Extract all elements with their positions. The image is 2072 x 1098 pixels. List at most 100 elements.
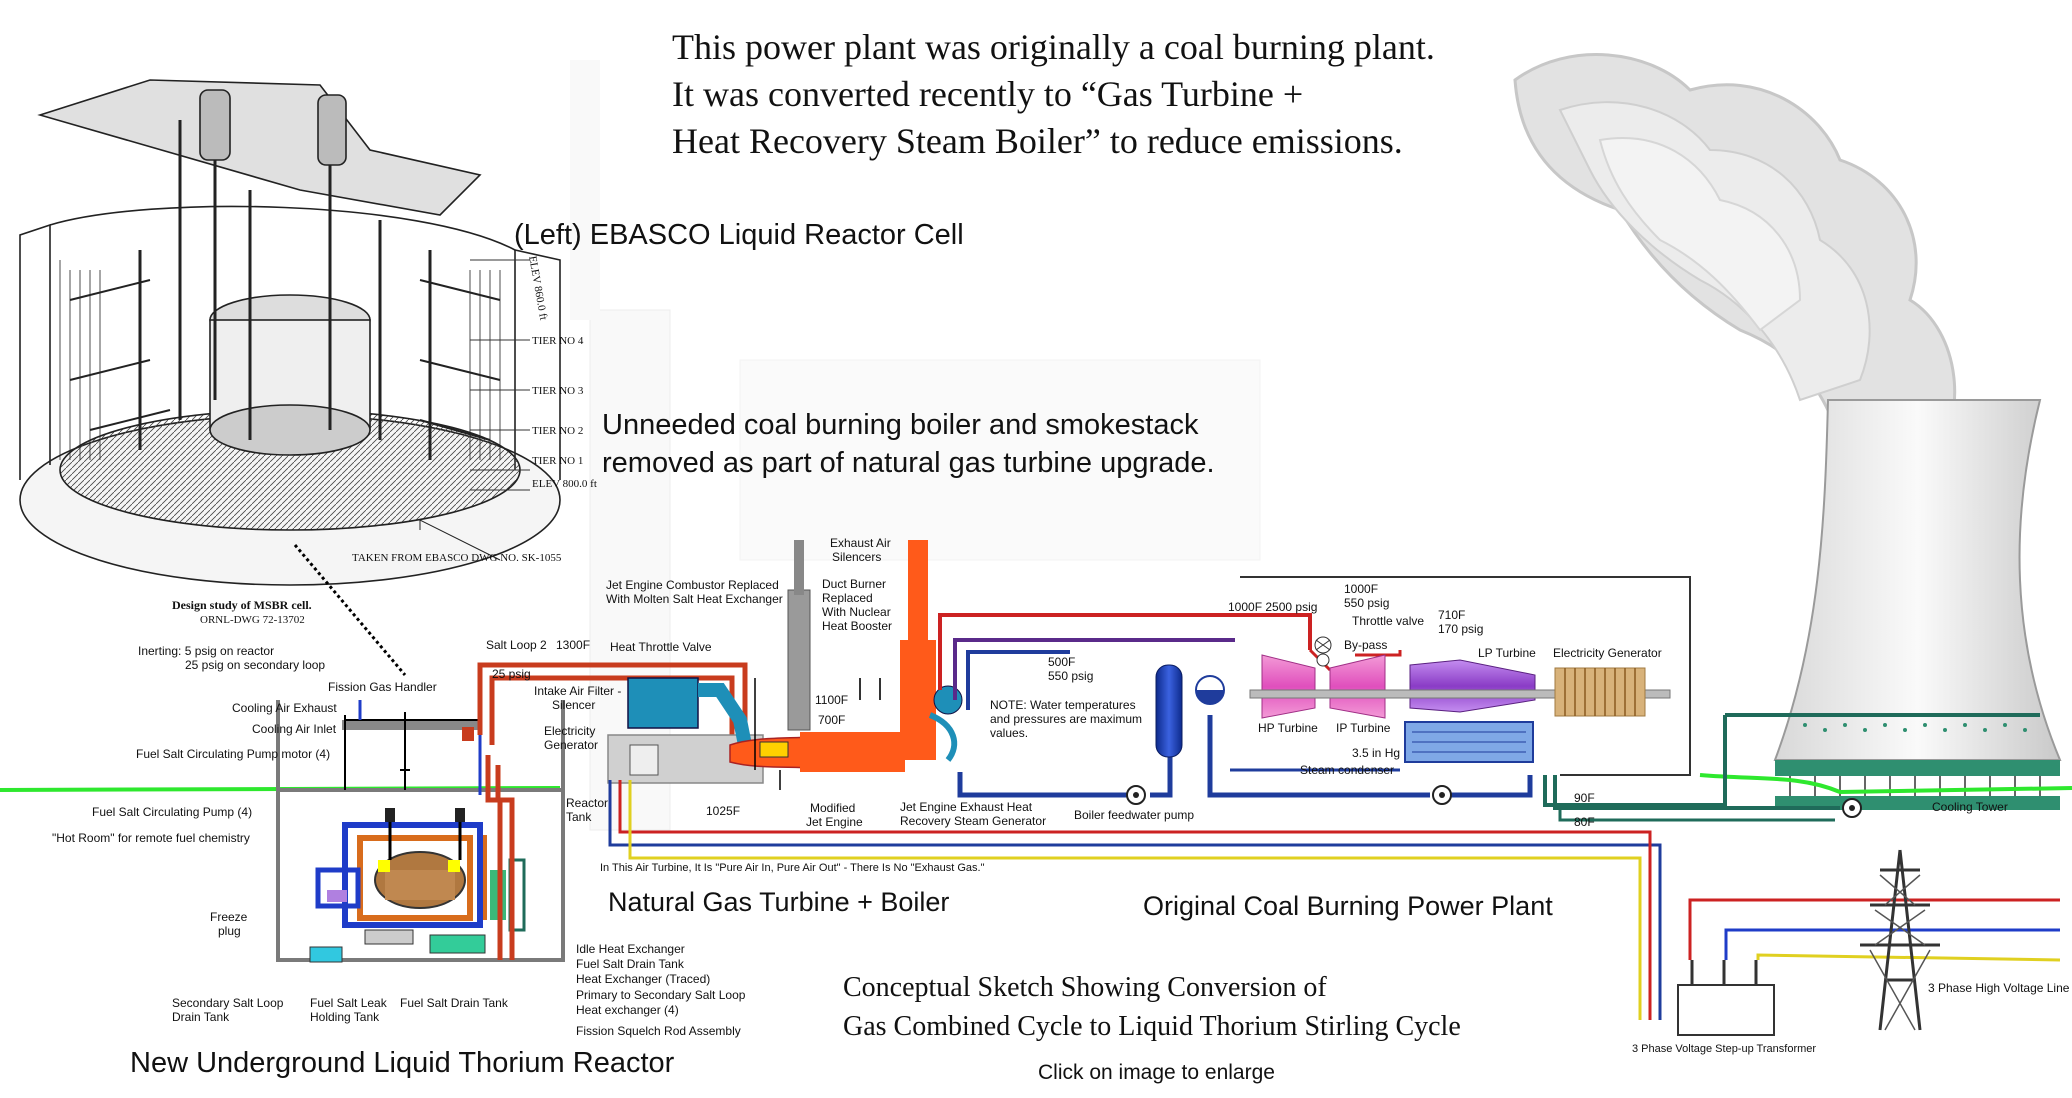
- duct-burner-label-2: Replaced: [822, 591, 873, 605]
- headline-line-2: It was converted recently to “Gas Turbin…: [672, 74, 1304, 114]
- drain-hx-label-1: Fuel Salt Drain Tank: [576, 957, 684, 971]
- psig-25-label: 25 psig: [492, 667, 531, 681]
- inerting-line-1: Inerting: 5 psig on reactor: [138, 644, 275, 658]
- fission-gas-handler-label: Fission Gas Handler: [328, 680, 437, 694]
- gas-turbine-assembly: [607, 540, 963, 790]
- note-line-1: NOTE: Water temperatures: [990, 698, 1136, 712]
- modified-jet-label-1: Modified: [810, 801, 856, 815]
- temp-1300-label: 1300F: [556, 638, 591, 652]
- steam-turbines: [1249, 636, 1671, 763]
- lp-temp-label: 710F: [1438, 608, 1466, 622]
- smoke-plume: [1513, 53, 1957, 462]
- generator-label-2: Generator: [544, 738, 599, 752]
- gas-turbine-title: Natural Gas Turbine + Boiler: [608, 887, 950, 917]
- pump-motor-label: Fuel Salt Circulating Pump motor (4): [136, 747, 331, 761]
- steam-water-piping: [608, 613, 1840, 1020]
- note-line-3: values.: [990, 726, 1029, 740]
- feedwater-equipment: [1126, 664, 1862, 818]
- reheat-temp-label: 1000F: [1344, 582, 1379, 596]
- salt-loop-2-label: Salt Loop 2: [486, 638, 547, 652]
- heat-throttle-label: Heat Throttle Valve: [610, 640, 712, 654]
- elev-label-3: TIER NO 2: [532, 425, 584, 437]
- elev-label-5: ELEV 800.0 ft: [532, 478, 597, 490]
- freeze-plug-label-2: plug: [218, 924, 241, 938]
- duct-burner-label-4: Heat Booster: [822, 619, 893, 633]
- headline-line-1: This power plant was originally a coal b…: [672, 27, 1435, 67]
- intake-label-1: Intake Air Filter -: [534, 684, 622, 698]
- ip-turbine-label: IP Turbine: [1336, 721, 1391, 735]
- electricity-generator-label: Electricity Generator: [1553, 646, 1662, 660]
- duct-burner-label-3: With Nuclear: [822, 605, 891, 619]
- ghost-old-plant: [570, 60, 1261, 831]
- hp-turbine-label: HP Turbine: [1258, 721, 1318, 735]
- elev-label-2: TIER NO 3: [532, 385, 584, 397]
- cold-reheat-psig-label: 550 psig: [1048, 669, 1094, 683]
- coal-plant-title: Original Coal Burning Power Plant: [1143, 891, 1553, 921]
- elev-label-1: TIER NO 4: [532, 335, 584, 347]
- underground-reactor-schematic: [276, 700, 565, 963]
- combustor-label-2: With Molten Salt Heat Exchanger: [606, 592, 783, 606]
- primary-hx-label-2: Heat exchanger (4): [576, 1003, 679, 1017]
- hrsg-label-2: Recovery Steam Generator: [900, 814, 1047, 828]
- click-to-enlarge-link[interactable]: Click on image to enlarge: [1038, 1061, 1275, 1084]
- boiler-removed-note-1: Unneeded coal burning boiler and smokest…: [602, 409, 1199, 441]
- design-study-sub: ORNL-DWG 72-13702: [200, 614, 305, 626]
- temp-1100-label: 1100F: [815, 693, 849, 707]
- exhaust-silencer-label-1: Exhaust Air: [830, 536, 891, 550]
- combustor-label-1: Jet Engine Combustor Replaced: [606, 578, 779, 592]
- hot-room-label: "Hot Room" for remote fuel chemistry: [52, 831, 250, 845]
- modified-jet-label-2: Jet Engine: [806, 815, 863, 829]
- reactor-tank-label-1: Reactor: [566, 796, 609, 810]
- cooling-air-exhaust-label: Cooling Air Exhaust: [232, 701, 337, 715]
- footer-line-1: Conceptual Sketch Showing Conversion of: [843, 972, 1327, 1003]
- design-study-title: Design study of MSBR cell.: [172, 598, 312, 612]
- feedwater-pump-label: Boiler feedwater pump: [1074, 808, 1195, 822]
- grid-connection: [1677, 849, 2061, 1036]
- main-steam-label: 1000F 2500 psig: [1228, 600, 1318, 614]
- note-line-2: and pressures are maximum: [990, 712, 1143, 726]
- secondary-drain-label-1: Secondary Salt Loop: [172, 996, 284, 1010]
- vacuum-label: 3.5 in Hg: [1352, 746, 1401, 760]
- freeze-plug-label-1: Freeze: [210, 910, 248, 924]
- duct-burner-label-1: Duct Burner: [822, 577, 887, 591]
- cooling-tower-structure: [1725, 399, 2062, 810]
- reactor-cell-caption: (Left) EBASCO Liquid Reactor Cell: [514, 219, 964, 251]
- ebasco-source-note: TAKEN FROM EBASCO DWG NO. SK-1055: [352, 552, 562, 564]
- fuel-pump-label: Fuel Salt Circulating Pump (4): [92, 805, 253, 819]
- lp-psig-label: 170 psig: [1438, 622, 1484, 636]
- intake-label-2: Silencer: [552, 698, 596, 712]
- inerting-line-2: 25 psig on secondary loop: [185, 658, 326, 672]
- pure-air-note: In This Air Turbine, It Is "Pure Air In,…: [600, 862, 985, 874]
- coal-plant-outline: [1240, 576, 1691, 776]
- cell-to-reactor-leader: [293, 544, 407, 676]
- steam-condenser-label: Steam condenser: [1300, 763, 1395, 777]
- reactor-tank-label-2: Tank: [566, 810, 592, 824]
- leak-tank-label-1: Fuel Salt Leak: [310, 996, 387, 1010]
- headline-line-3: Heat Recovery Steam Boiler” to reduce em…: [672, 121, 1403, 161]
- reheat-psig-label: 550 psig: [1344, 596, 1390, 610]
- elev-label-4: TIER NO 1: [532, 455, 584, 467]
- footer-line-2: Gas Combined Cycle to Liquid Thorium Sti…: [843, 1011, 1461, 1042]
- transformer-label: 3 Phase Voltage Step-up Transformer: [1632, 1043, 1817, 1055]
- temp-1025-label: 1025F: [706, 804, 741, 818]
- leak-tank-label-2: Holding Tank: [310, 1010, 380, 1024]
- boiler-removed-note-2: removed as part of natural gas turbine u…: [602, 447, 1215, 479]
- bypass-label: By-pass: [1344, 638, 1388, 652]
- generator-label-1: Electricity: [544, 724, 596, 738]
- secondary-drain-label-2: Drain Tank: [172, 1010, 230, 1024]
- ebasco-reactor-cell-sketch: [19, 79, 561, 586]
- cooling-tower-label: Cooling Tower: [1932, 800, 2008, 814]
- reactor-cell-elevation-ticks: [470, 259, 530, 491]
- lp-turbine-label: LP Turbine: [1478, 646, 1536, 660]
- temp-80-label: 80F: [1574, 815, 1595, 829]
- cold-reheat-temp-label: 500F: [1048, 655, 1076, 669]
- temp-700-label: 700F: [818, 713, 846, 727]
- idle-hx-label: Idle Heat Exchanger: [576, 942, 685, 956]
- exhaust-silencer-label-2: Silencers: [832, 550, 882, 564]
- hv-line-label: 3 Phase High Voltage Line: [1928, 981, 2070, 995]
- hrsg-label-1: Jet Engine Exhaust Heat: [900, 800, 1033, 814]
- throttle-valve-label: Throttle valve: [1352, 614, 1425, 628]
- temp-90-label: 90F: [1574, 791, 1595, 805]
- drain-hx-label-2: Heat Exchanger (Traced): [576, 972, 711, 986]
